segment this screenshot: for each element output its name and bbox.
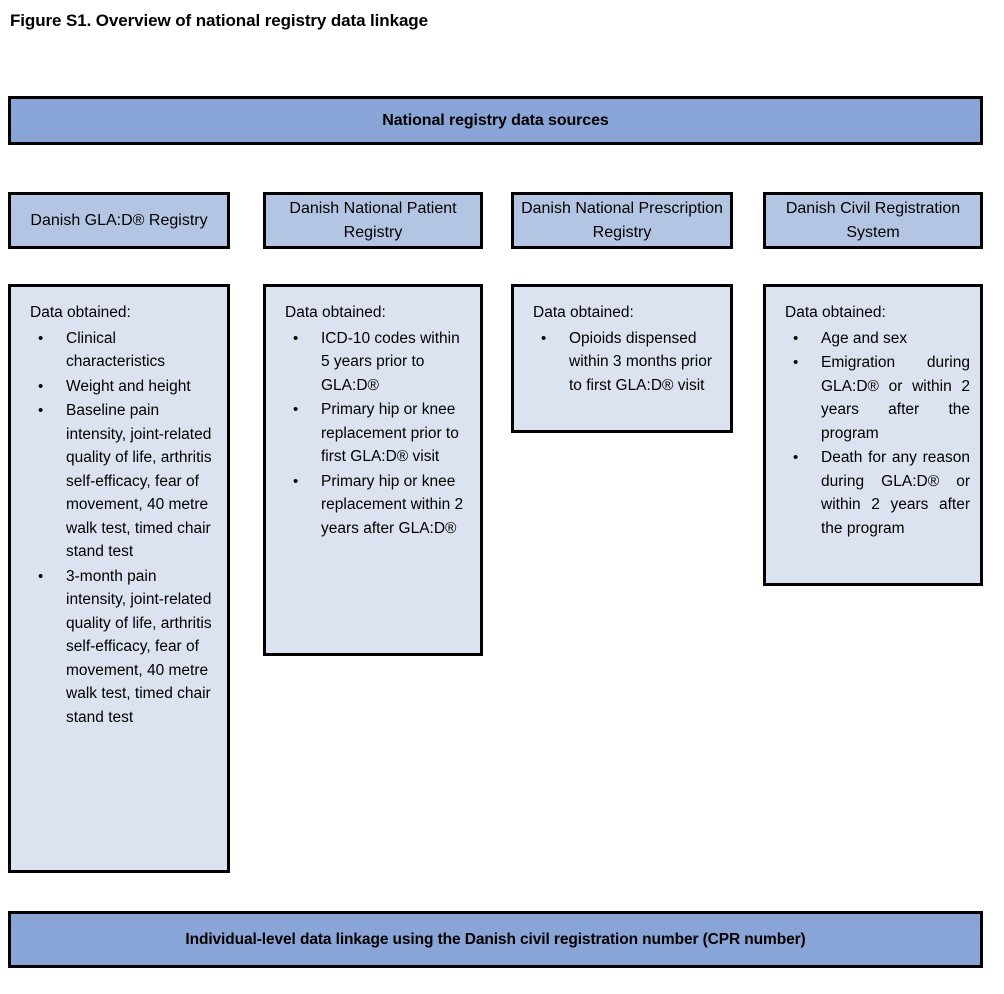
list-item: Clinical characteristics [21,327,217,374]
top-banner-label: National registry data sources [382,111,609,129]
registry-header-label: Danish Civil Registration System [785,199,961,241]
registry-item-list: Clinical characteristics Weight and heig… [21,327,217,730]
list-item: Opioids dispensed within 3 months prior … [524,327,720,398]
registry-header-label: Danish National Patient Registry [289,199,457,241]
top-banner: National registry data sources [8,96,983,145]
registry-header-danish-civil-registration-system: Danish Civil Registration System [763,192,983,249]
registry-item-list: ICD-10 codes within 5 years prior to GLA… [276,327,470,541]
registry-header-label: Danish GLA:D® Registry [30,211,208,229]
data-obtained-label: Data obtained: [785,304,886,321]
list-item: Baseline pain intensity, joint-related q… [21,399,217,564]
list-item: Death for any reason during GLA:D® or wi… [776,446,970,540]
list-item: Primary hip or knee replacement within 2… [276,470,470,541]
list-item: 3-month pain intensity, joint-related qu… [21,565,217,730]
list-item: ICD-10 codes within 5 years prior to GLA… [276,327,470,398]
registry-item-list: Age and sex Emigration during GLA:D® or … [776,327,970,541]
list-item: Primary hip or knee replacement prior to… [276,398,470,469]
registry-item-list: Opioids dispensed within 3 months prior … [524,327,720,398]
registry-header-danish-national-patient-registry: Danish National Patient Registry [263,192,483,249]
list-item: Emigration during GLA:D® or within 2 yea… [776,351,970,445]
page-title: Figure S1. Overview of national registry… [10,11,428,30]
registry-header-label: Danish National Prescription Registry [521,199,723,241]
data-obtained-label: Data obtained: [533,304,634,321]
registry-content-danish-national-patient-registry: Data obtained: ICD-10 codes within 5 yea… [263,284,483,656]
registry-header-danish-national-prescription-registry: Danish National Prescription Registry [511,192,733,249]
list-item: Weight and height [21,375,217,399]
registry-header-danish-glad-registry: Danish GLA:D® Registry [8,192,230,249]
bottom-banner-label: Individual-level data linkage using the … [185,930,806,948]
data-obtained-label: Data obtained: [285,304,386,321]
registry-content-danish-civil-registration-system: Data obtained: Age and sex Emigration du… [763,284,983,586]
data-obtained-label: Data obtained: [30,304,131,321]
registry-content-danish-national-prescription-registry: Data obtained: Opioids dispensed within … [511,284,733,433]
bottom-banner: Individual-level data linkage using the … [8,911,983,968]
registry-content-danish-glad-registry: Data obtained: Clinical characteristics … [8,284,230,873]
list-item: Age and sex [776,327,970,351]
